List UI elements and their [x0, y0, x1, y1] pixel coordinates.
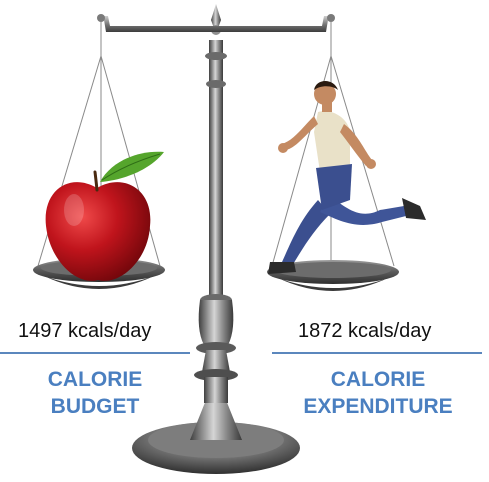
calorie-expenditure-value: 1872 kcals/day — [298, 320, 431, 343]
apple-icon — [46, 152, 164, 281]
calorie-expenditure-title: CALORIE EXPENDITURE — [276, 366, 480, 420]
calorie-budget-title-line1: CALORIE — [2, 366, 188, 393]
calorie-budget-title: CALORIE BUDGET — [2, 366, 188, 420]
calorie-budget-title-line2: BUDGET — [2, 393, 188, 420]
calorie-expenditure-title-line2: EXPENDITURE — [276, 393, 480, 420]
scale-column — [194, 40, 238, 403]
calorie-expenditure-title-line1: CALORIE — [276, 366, 480, 393]
left-divider — [0, 352, 190, 354]
calorie-budget-value: 1497 kcals/day — [18, 320, 151, 343]
right-divider — [272, 352, 482, 354]
